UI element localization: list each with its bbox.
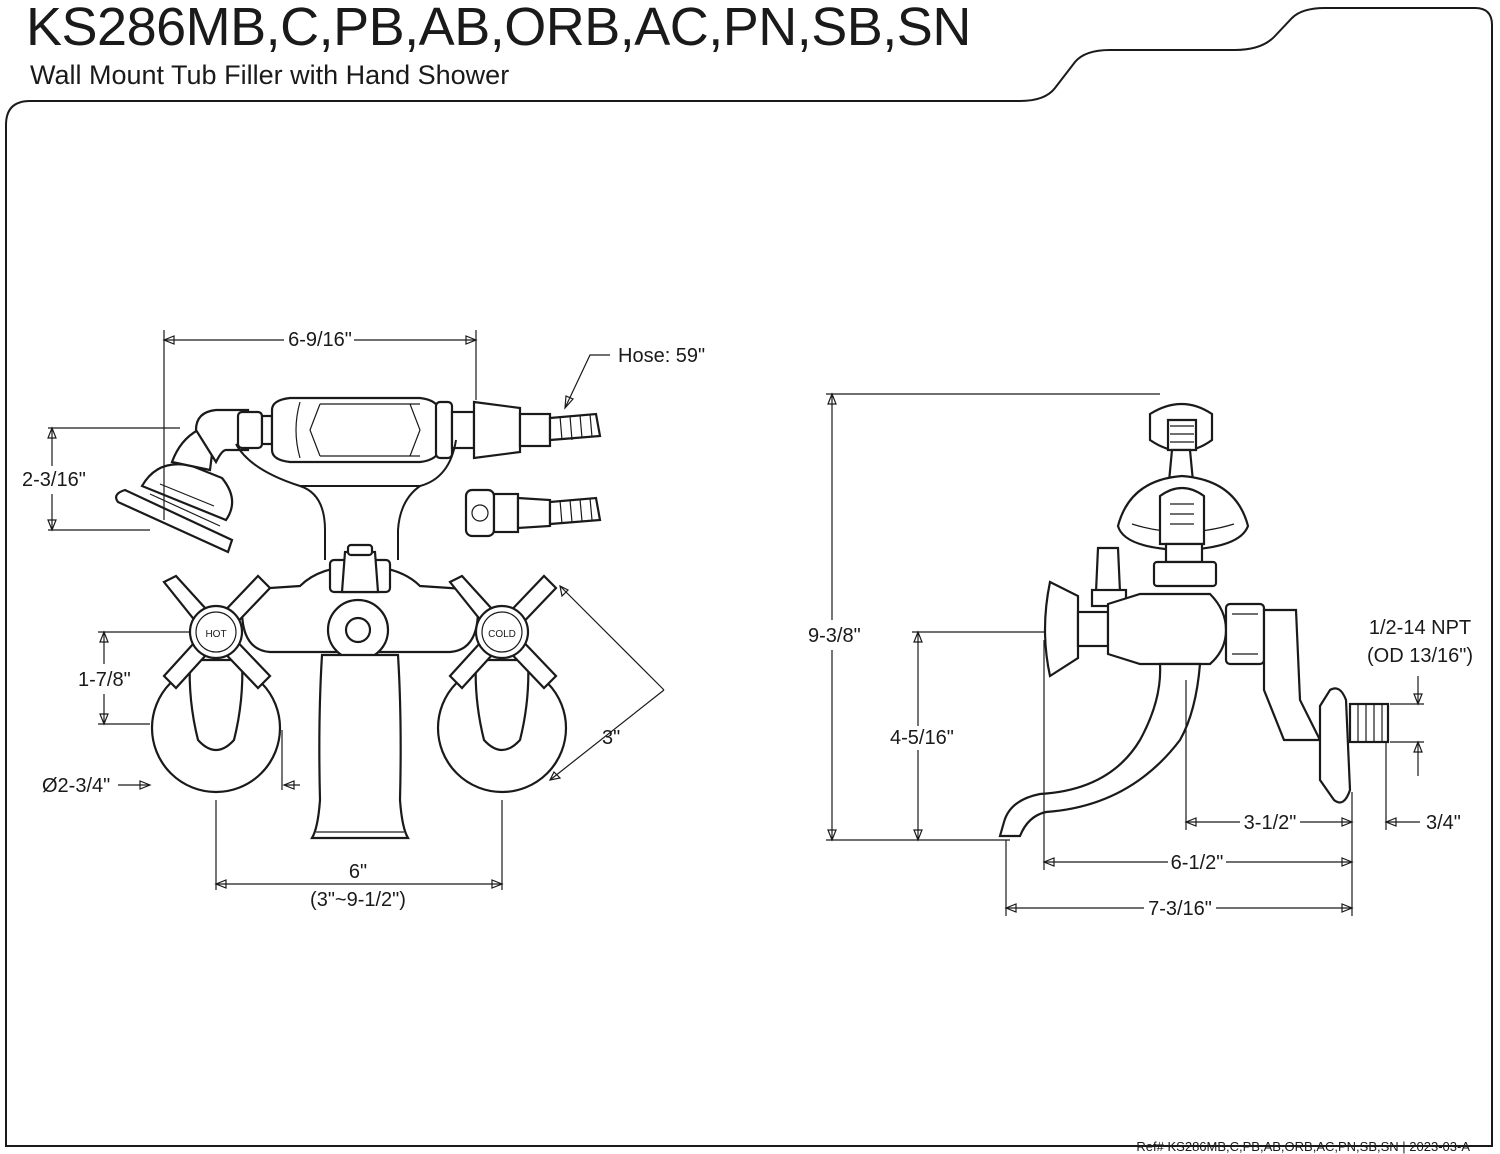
faucet-body [240,543,480,840]
dim-handle-span: 3" [602,727,620,749]
dim-center-range: (3"~9-1/2") [310,889,406,911]
dim-handle-height: 1-7/8" [78,669,131,691]
shower-hook [1116,403,1250,588]
handset-cradle [235,439,457,560]
side-cross-handle[interactable] [1043,580,1110,678]
side-view: 9-3/8" 4-5/16" 1/2-14 NPT (OD 13/16") 3-… [808,392,1473,920]
dim-center-spacing: 6" [349,861,367,883]
inlet-thread [1348,702,1390,744]
drawing-title: KS286MB,C,PB,AB,ORB,AC,PN,SB,SN [26,0,971,57]
diverter-lever[interactable] [1094,546,1122,594]
front-view: HOT COLD [22,329,705,911]
dim-overall-height: 9-3/8" [808,625,861,647]
handset-body [270,396,602,464]
dim-spout-height: 4-5/16" [890,727,954,749]
hose-outlet [464,488,602,538]
wall-flange [1318,687,1352,804]
hot-cross-handle[interactable]: HOT [162,574,272,690]
dim-projection-handle: 6-1/2" [1171,852,1224,874]
dim-shower-width: 6-9/16" [288,329,352,351]
side-dimension-lines [826,392,1424,916]
valve-body [1106,592,1228,666]
front-dimension-lines [47,330,665,890]
dim-thread-od: (OD 13/16") [1367,645,1473,667]
dim-shower-height: 2-3/16" [22,469,86,491]
reference-footer: Ref# KS286MB,C,PB,AB,ORB,AC,PN,SB,SN | 2… [1136,1139,1470,1154]
dim-projection-spout: 7-3/16" [1148,898,1212,920]
drawing-subtitle: Wall Mount Tub Filler with Hand Shower [30,60,510,90]
dim-flange-diameter: Ø2-3/4" [42,775,110,797]
dim-thread-length: 3/4" [1426,812,1461,834]
dim-thread: 1/2-14 NPT [1369,617,1471,639]
side-spout [998,662,1202,838]
hot-label: HOT [205,629,226,640]
cold-label: COLD [488,629,516,640]
cold-cross-handle[interactable]: COLD [448,574,558,690]
offset-elbow [1262,608,1322,742]
sheet-frame [5,7,1493,1147]
shower-neck [194,408,274,465]
dim-hose-length: Hose: 59" [618,345,705,367]
dim-wall-offset: 3-1/2" [1244,812,1297,834]
